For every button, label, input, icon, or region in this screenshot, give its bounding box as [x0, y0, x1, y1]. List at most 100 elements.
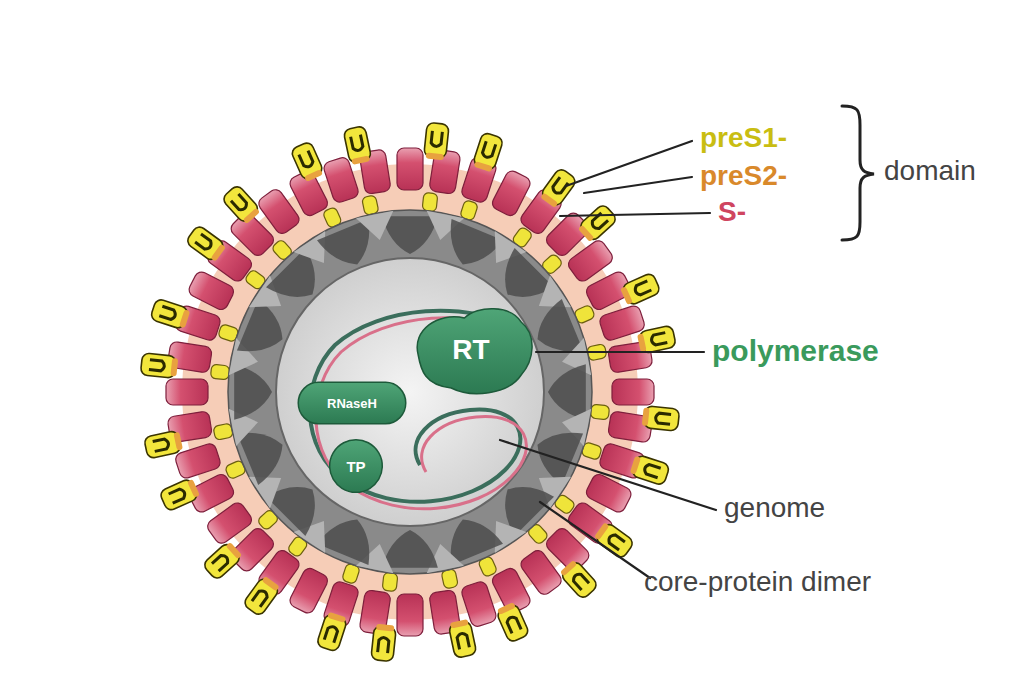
pres-spike — [290, 141, 325, 183]
pres-spike — [202, 540, 243, 580]
pres2-domain — [607, 533, 625, 550]
pres-spike — [150, 298, 191, 330]
pres2-domain — [637, 333, 647, 352]
pres-spike — [371, 624, 397, 662]
pres-spike — [495, 601, 530, 643]
genome-strand — [310, 311, 521, 502]
pres2-domain — [540, 193, 558, 208]
pres2-domain — [620, 286, 633, 305]
pres2-domain — [474, 161, 493, 172]
pres2-domain — [351, 135, 364, 152]
pres-spike — [424, 122, 450, 160]
prespike-anchor — [362, 195, 379, 216]
core-protein-dimer — [317, 219, 369, 265]
tp-domain: TP — [328, 438, 384, 494]
pres2-domain — [327, 612, 346, 623]
virion-body — [140, 122, 679, 661]
pres2-label: preS2- — [700, 160, 787, 192]
pres-spike — [558, 559, 598, 600]
curly-brace — [842, 106, 874, 240]
pres1-domain — [560, 560, 599, 600]
core-protein-dimer — [548, 364, 586, 420]
pres2-domain — [431, 131, 443, 147]
prespike-anchor — [210, 364, 229, 380]
pres2-domain — [262, 576, 280, 591]
pres2-domain — [572, 572, 589, 590]
pres-spike — [144, 430, 184, 459]
pres2-domain — [169, 488, 187, 503]
core-interior — [276, 258, 544, 526]
pres2-domain — [252, 589, 269, 607]
pres1-domain — [242, 576, 280, 616]
s-label: S- — [718, 196, 746, 228]
pres2-domain — [187, 479, 200, 498]
leader-line — [500, 440, 716, 510]
leader-line — [584, 177, 692, 193]
pres2-domain — [299, 151, 314, 169]
pres2-domain — [211, 244, 226, 262]
core-protein-dimer — [237, 299, 283, 351]
domain-name: RNaseH — [327, 396, 377, 411]
prespike-anchor — [422, 192, 438, 211]
pres-spike — [629, 454, 670, 486]
pres2-domain — [170, 358, 178, 377]
pres-spike — [448, 619, 477, 659]
domain-label: domain — [884, 155, 976, 187]
pres2-domain — [655, 413, 671, 425]
core-protein-dimer — [356, 211, 393, 240]
pres2-domain — [195, 234, 213, 251]
polymerase-label: polymerase — [712, 334, 879, 369]
pres2-domain — [594, 522, 609, 540]
pres2-domain — [324, 625, 338, 642]
pres-spike — [619, 272, 661, 307]
prespike-anchor — [590, 404, 609, 420]
core-protein-dimer — [294, 231, 326, 263]
leader-line — [536, 351, 704, 353]
pres2-domain — [456, 633, 469, 650]
s-domain-segment — [612, 379, 654, 405]
pres-spike — [159, 477, 201, 512]
s-domain-segment — [288, 169, 330, 218]
pres-spike — [316, 611, 348, 652]
pres2-domain — [376, 624, 395, 632]
prespike-anchor — [213, 423, 234, 440]
pres-spike — [472, 132, 504, 173]
rt-domain: RT — [405, 300, 537, 400]
domain-name: RT — [452, 334, 489, 366]
core-protein-label: core-protein dimer — [640, 566, 875, 598]
pres2-domain — [506, 616, 521, 634]
core-protein-dimer — [249, 477, 281, 509]
pres1-domain — [185, 224, 225, 262]
pres-spike — [343, 126, 372, 166]
capsid-shell — [228, 210, 592, 574]
pres-spike — [637, 325, 677, 354]
pres2-domain — [578, 225, 595, 242]
core-protein-dimer — [382, 530, 438, 568]
s-domain-segment — [397, 594, 423, 636]
s-domain-segment — [166, 379, 208, 405]
core-protein-dimer — [537, 299, 583, 351]
pres-spike — [185, 224, 227, 263]
pres2-domain — [450, 619, 469, 629]
core-protein-dimer — [451, 519, 503, 565]
pres2-domain — [173, 432, 183, 451]
pres-spike — [539, 167, 578, 209]
core-protein-dimer — [495, 521, 527, 553]
pres1-domain — [540, 167, 578, 207]
s-domain-segment — [397, 148, 423, 190]
s-domain-segment — [490, 566, 532, 615]
domain-outline — [298, 382, 406, 423]
pres2-domain — [482, 141, 496, 158]
pres2-domain — [159, 306, 176, 320]
s-domain-segment — [187, 472, 236, 514]
pres1-domain — [202, 542, 242, 581]
prespike-anchor — [382, 572, 398, 591]
core-protein-dimer — [451, 219, 503, 265]
core-protein-dimer — [234, 364, 272, 420]
core-protein-dimer — [317, 519, 369, 565]
pres-spike — [221, 184, 261, 225]
domain-outline — [330, 440, 383, 493]
pres2-domain — [149, 360, 165, 372]
leader-line — [560, 213, 710, 216]
